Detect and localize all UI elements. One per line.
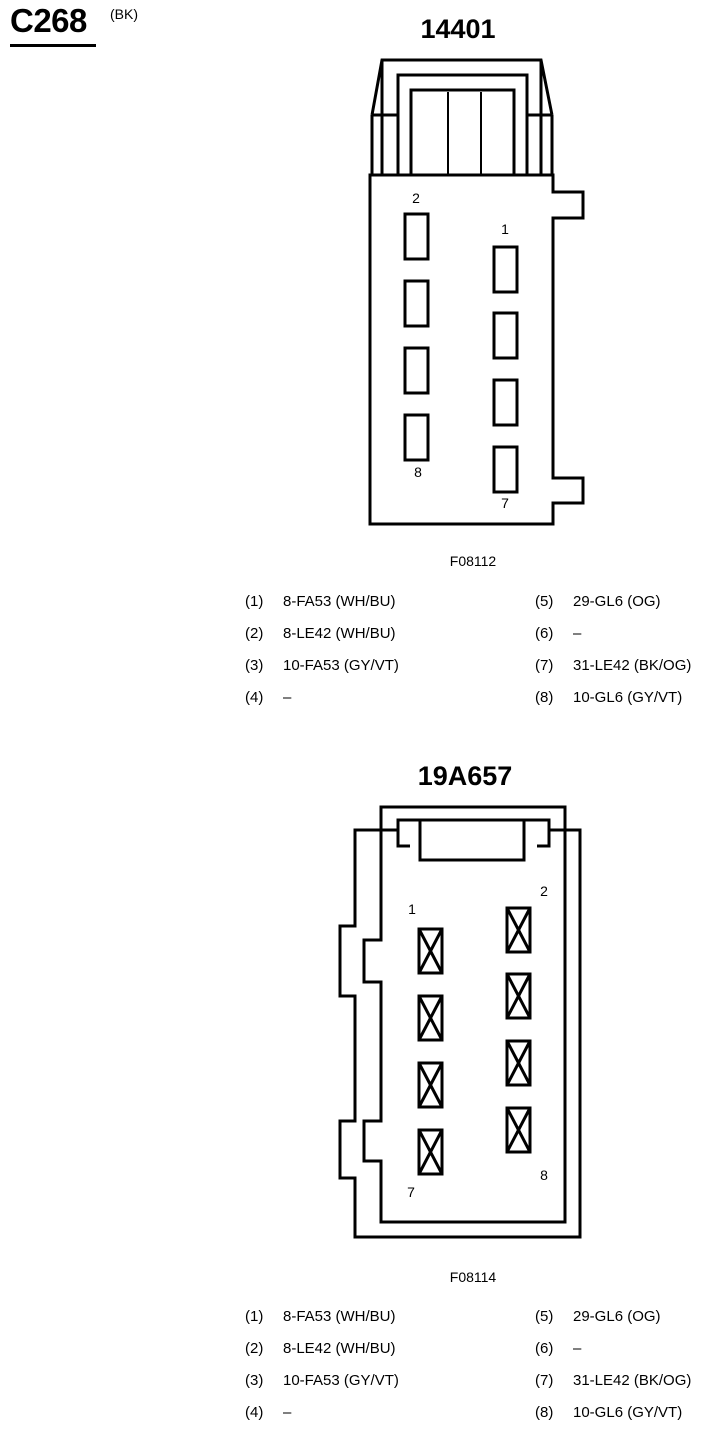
connector-color: (BK): [110, 6, 138, 22]
pin-circuit: –: [573, 1340, 582, 1357]
pin-circuit: 10-FA53 (GY/VT): [283, 657, 399, 674]
pin-label: (2): [245, 625, 264, 642]
pin-label: (5): [535, 593, 554, 610]
pinout-table: (1) 8-FA53 (WH/BU) (2) 8-LE42 (WH/BU) (3) 1…: [245, 586, 715, 716]
pin-label: (3): [245, 1372, 264, 1389]
pin-circuit: 31-LE42 (BK/OG): [573, 657, 692, 674]
pin-circuit: –: [283, 689, 292, 706]
pin-circuit: –: [573, 625, 582, 642]
pin-label: (3): [245, 657, 264, 674]
pin-number-label: 8: [414, 464, 422, 480]
figure-id: F08112: [449, 553, 497, 569]
pin-circuit: 31-LE42 (BK/OG): [573, 1372, 692, 1389]
connector-id: C268: [10, 2, 87, 39]
pin-number-label: 1: [408, 901, 416, 917]
cavity: [505, 906, 532, 954]
cavity: [505, 972, 532, 1020]
pin-circuit: 8-FA53 (WH/BU): [283, 593, 396, 610]
pin-label: (7): [535, 657, 554, 674]
pinout-table: (1) 8-FA53 (WH/BU) (2) 8-LE42 (WH/BU) (3) 1…: [245, 1301, 715, 1431]
pin-number-label: 1: [501, 221, 509, 237]
cavity: [403, 212, 430, 261]
pin-circuit: 29-GL6 (OG): [573, 593, 661, 610]
pin-circuit: –: [283, 1404, 292, 1421]
cavity: [403, 346, 430, 395]
pin-number-label: 8: [540, 1167, 548, 1183]
pin-label: (7): [535, 1372, 554, 1389]
pin-circuit: 10-GL6 (GY/VT): [573, 1404, 683, 1421]
pin-label: (1): [245, 593, 264, 610]
connector-19A657-key: [418, 818, 526, 862]
connector-19A657-inner: [362, 818, 567, 1224]
pin-number-label: 7: [501, 495, 509, 511]
cavity: [403, 279, 430, 328]
part-number-title: 19A657: [417, 761, 513, 791]
cavity: [505, 1039, 532, 1087]
pin-circuit: 8-LE42 (WH/BU): [283, 625, 396, 642]
pin-label: (6): [535, 625, 554, 642]
pin-label: (4): [245, 1404, 264, 1421]
figure-id: F08114: [449, 1269, 497, 1285]
cavity: [417, 1061, 444, 1109]
pin-circuit: 8-LE42 (WH/BU): [283, 1340, 396, 1357]
pin-label: (5): [535, 1308, 554, 1325]
cavity: [492, 378, 519, 427]
cavity: [417, 1128, 444, 1176]
connector-14401-latch: [370, 58, 554, 116]
connector-14401-drawing: [368, 58, 585, 526]
connector-id-underline: [10, 44, 96, 47]
pin-number-label: 2: [540, 883, 548, 899]
pin-circuit: 8-FA53 (WH/BU): [283, 1308, 396, 1325]
pin-circuit: 10-GL6 (GY/VT): [573, 689, 683, 706]
cavity: [403, 413, 430, 462]
cavity: [505, 1106, 532, 1154]
connector-14401-body: [368, 173, 585, 526]
pin-circuit: 10-FA53 (GY/VT): [283, 1372, 399, 1389]
part-number-title: 14401: [420, 14, 496, 44]
pin-label: (8): [535, 1404, 554, 1421]
pin-label: (4): [245, 689, 264, 706]
cavity: [492, 445, 519, 494]
pin-circuit: 29-GL6 (OG): [573, 1308, 661, 1325]
pin-label: (8): [535, 689, 554, 706]
pin-label: (2): [245, 1340, 264, 1357]
pin-label: (1): [245, 1308, 264, 1325]
cavity: [417, 994, 444, 1042]
pin-number-label: 7: [407, 1184, 415, 1200]
connector-19A657-outer: [338, 805, 582, 1239]
connector-19A657-drawing: [338, 805, 582, 1239]
pin-number-label: 2: [412, 190, 420, 206]
cavity: [492, 311, 519, 360]
cavity: [417, 927, 444, 975]
pin-label: (6): [535, 1340, 554, 1357]
cavity: [492, 245, 519, 294]
